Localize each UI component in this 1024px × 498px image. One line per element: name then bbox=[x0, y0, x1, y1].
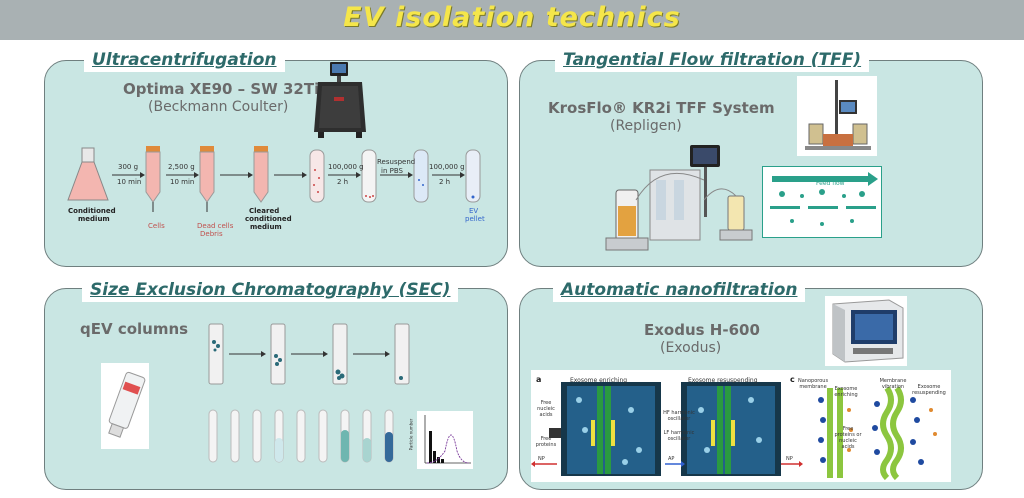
uc-label-ev-b: pellet bbox=[465, 215, 485, 223]
uc-s2-time: 10 min bbox=[170, 178, 195, 186]
nano-title: Automatic nanofiltration bbox=[553, 278, 806, 302]
uc-resuspend-a: Resuspend bbox=[377, 158, 416, 166]
uc-maker: (Beckmann Coulter) bbox=[148, 99, 289, 115]
nano-fig-np: NP bbox=[538, 456, 545, 462]
uc-workflow bbox=[67, 146, 481, 212]
tff-title: Tangential Flow filtration (TFF) bbox=[555, 48, 870, 72]
qev-column-image bbox=[101, 363, 149, 449]
panel-ultracentrifugation bbox=[44, 60, 508, 267]
tff-flow-label: Feed flow bbox=[816, 180, 845, 187]
tff-flow-diagram bbox=[762, 166, 882, 238]
tff-device: KrosFlo® KR2i TFF System bbox=[548, 99, 775, 117]
uc-s6-time: 2 h bbox=[439, 178, 451, 186]
uc-s1-time: 10 min bbox=[117, 178, 142, 186]
nano-fig-resus: Exosome resuspending bbox=[688, 377, 758, 384]
uc-resuspend-b: in PBS bbox=[381, 167, 403, 175]
nano-fig-exo-resus: Exosome resuspending bbox=[912, 384, 946, 396]
exodus-device-image bbox=[825, 296, 907, 366]
nano-fig-free-prot-na: Free proteins or nucleic acids bbox=[834, 426, 862, 450]
nano-fig-lf: LF harmonic oscillator bbox=[663, 430, 695, 442]
nano-fig-a: a bbox=[536, 375, 542, 384]
nano-fig-exo-enrich: Exosome enriching bbox=[834, 386, 858, 398]
uc-s4-time: 2 h bbox=[337, 178, 349, 186]
nano-figure bbox=[531, 370, 951, 482]
tff-system-image bbox=[797, 76, 877, 156]
uc-s1-speed: 300 g bbox=[118, 163, 139, 171]
nano-fig-mem-vib: Membrane vibration bbox=[879, 378, 907, 390]
nano-maker: (Exodus) bbox=[660, 340, 722, 356]
page-title: EV isolation technics bbox=[343, 2, 681, 33]
uc-s6-speed: 100,000 g bbox=[429, 163, 465, 171]
uc-label-dead-a: Dead cells bbox=[197, 222, 234, 230]
title-banner bbox=[0, 0, 1024, 40]
tff-setup-image bbox=[605, 145, 753, 251]
uc-title: Ultracentrifugation bbox=[84, 48, 285, 72]
nano-fig-hf: HF harmonic oscillator bbox=[663, 410, 695, 422]
flask-icon bbox=[67, 147, 109, 201]
uc-s2-speed: 2,500 g bbox=[168, 163, 195, 171]
sec-device: qEV columns bbox=[80, 320, 189, 338]
sec-title: Size Exclusion Chromatography (SEC) bbox=[82, 278, 459, 302]
uc-label-clear-c: medium bbox=[250, 223, 282, 231]
nano-fig-free-prot: Free proteins bbox=[535, 436, 557, 448]
uc-label-clear-a: Cleared bbox=[249, 207, 280, 215]
sec-columns-diagram bbox=[208, 323, 410, 463]
uc-s4-speed: 100,000 g bbox=[328, 163, 364, 171]
uc-label-dead-b: Debris bbox=[200, 230, 223, 238]
uc-label-cond-a: Conditioned bbox=[68, 207, 116, 215]
uc-label-ev-a: EV bbox=[469, 207, 479, 215]
uc-label-clear-b: conditioned bbox=[245, 215, 292, 223]
nano-fig-np2: NP bbox=[786, 456, 793, 462]
uc-device: Optima XE90 – SW 32Ti bbox=[123, 80, 320, 98]
sec-elution-chart bbox=[417, 411, 473, 469]
sec-axis-label: Particle number bbox=[408, 418, 414, 451]
nano-fig-ap: AP bbox=[668, 456, 675, 462]
uc-label-cond-b: medium bbox=[78, 215, 110, 223]
nano-fig-c: c bbox=[790, 375, 795, 384]
nano-device: Exodus H-600 bbox=[644, 321, 760, 339]
nano-fig-enrich: Exosome enriching bbox=[570, 377, 628, 384]
nano-fig-free-na: Free nucleic acids bbox=[537, 400, 555, 418]
tff-maker: (Repligen) bbox=[610, 118, 682, 134]
nano-fig-nanoporous: Nanoporous membrane bbox=[798, 378, 829, 390]
uc-label-cells: Cells bbox=[148, 222, 165, 230]
centrifuge-image bbox=[314, 62, 366, 138]
